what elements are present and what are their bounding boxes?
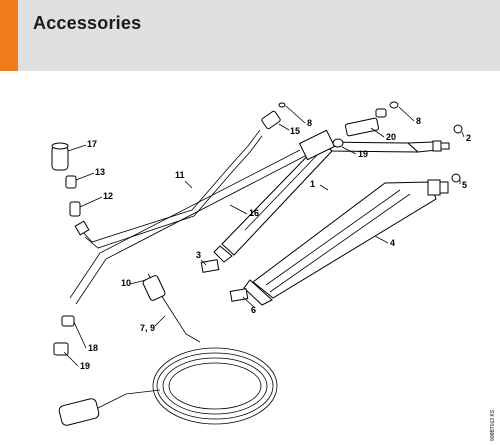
parts-diagram: 8 8 15 20 2 17 19 13 11 1 5 12 16 4 3 10… (51, 101, 496, 441)
spray-lance-part (213, 140, 450, 263)
callout-15: 15 (290, 126, 300, 136)
coupling-parts-group (261, 101, 463, 183)
callout-leaders (63, 105, 465, 367)
callout-13: 13 (95, 167, 105, 177)
callout-19: 19 (358, 149, 368, 159)
callout-10: 10 (121, 278, 131, 288)
callout-4: 4 (390, 238, 395, 248)
header-accent-bar (0, 0, 18, 71)
callout-1: 1 (310, 179, 315, 189)
callout-3: 3 (196, 250, 201, 260)
extension-rod-part (69, 129, 336, 305)
callout-8a: 8 (307, 118, 312, 128)
callout-5: 5 (462, 180, 467, 190)
adapter-parts-group (53, 315, 75, 356)
header-band: Accessories (0, 0, 500, 71)
spring-parts-group (200, 259, 249, 302)
callout-17: 18 (88, 343, 98, 353)
callout-6: 6 (251, 305, 256, 315)
callout-8b: 8 (416, 116, 421, 126)
nozzle-parts-group (51, 142, 81, 217)
callout-14: 17 (87, 139, 97, 149)
callout-11: 11 (175, 170, 185, 180)
figure-reference-code: 908BT013 KS (490, 409, 496, 441)
spray-tube-part (243, 179, 449, 306)
callout-7-9: 7, 9 (140, 323, 155, 333)
angled-lance-part (74, 129, 263, 249)
callout-20: 20 (386, 132, 396, 142)
callout-16: 16 (249, 208, 259, 218)
hose-assembly-part (58, 273, 278, 426)
page-title: Accessories (33, 13, 142, 33)
callout-18: 19 (80, 361, 90, 371)
callout-2: 2 (466, 133, 471, 143)
callout-12: 12 (103, 191, 113, 201)
